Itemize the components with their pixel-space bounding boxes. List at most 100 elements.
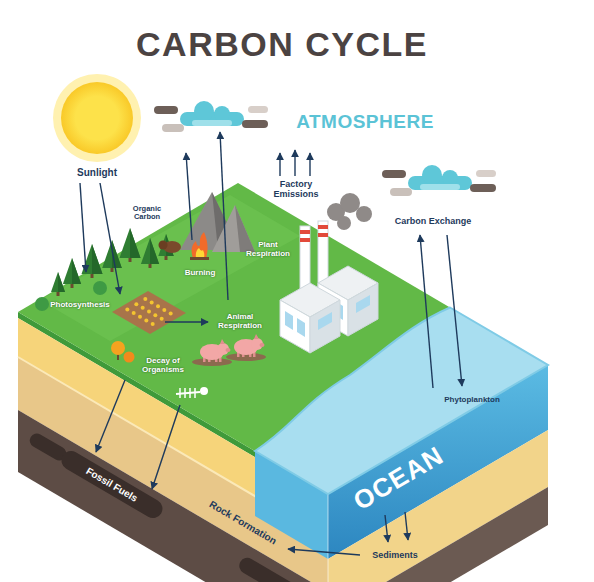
skeleton-rib (189, 388, 191, 398)
sun-halo (53, 74, 141, 162)
diagram-label: Plant Respiration (242, 241, 294, 259)
process-arrow (96, 380, 125, 452)
chimney-stripe (318, 225, 328, 229)
diagram-label: Sediments (372, 551, 418, 561)
diagram-label: Animal Respiration (213, 313, 268, 331)
crop-plant (162, 308, 166, 312)
diagram-title: CARBON CYCLE (136, 26, 428, 63)
diagram-label: Organic Carbon (127, 205, 167, 222)
tree-crown (63, 258, 81, 284)
firewood (190, 257, 209, 260)
chimney-stripe (300, 230, 310, 234)
diagram-label: Carbon Exchange (395, 217, 472, 227)
cloud-part (470, 184, 496, 192)
sun (61, 82, 133, 154)
tree-crown (141, 238, 159, 264)
pig-ear (220, 339, 225, 344)
cloud-part (162, 124, 184, 132)
conifer-tree (120, 228, 141, 262)
crop-plant (156, 304, 160, 308)
factory (280, 193, 378, 353)
pig (192, 339, 232, 366)
pig-snout (226, 348, 231, 352)
process-arrow (165, 321, 208, 322)
tree-crown (51, 272, 65, 292)
diagram-label: Decay of Organisms (136, 357, 191, 375)
process-arrow (420, 235, 433, 388)
land-surface (18, 183, 548, 494)
node-text: Fossil Fuels (84, 465, 139, 504)
cloud-part (422, 165, 442, 185)
process-arrow (80, 183, 86, 272)
crop-plant (150, 301, 154, 305)
tree-trunk (165, 256, 168, 260)
tree-crown (102, 240, 122, 268)
crop-plant (125, 307, 129, 311)
smoke (337, 216, 351, 230)
process-arrow (309, 153, 310, 176)
building-side (280, 300, 310, 353)
mountain-shade (235, 205, 255, 252)
cloud-part (476, 170, 496, 177)
conifer-tree (51, 272, 65, 296)
diagram-label: OCEAN (348, 441, 448, 516)
round-tree (93, 281, 107, 295)
building-window (297, 318, 305, 337)
fossil-deposit (236, 555, 299, 582)
skeleton (176, 387, 208, 398)
conifer-tree (63, 258, 81, 288)
process-arrow (152, 405, 180, 489)
tree-shade (92, 244, 103, 274)
cloud-part (194, 101, 214, 121)
diagram-label: ATMOSPHERE (296, 112, 434, 133)
building-window (356, 295, 370, 313)
fossil-fuel-deposit: Fossil Fuels (58, 447, 166, 521)
diagram-label: Sunlight (77, 167, 117, 178)
process-arrow (294, 150, 295, 176)
round-tree (35, 297, 49, 311)
crop-plant (147, 310, 151, 314)
process-arrow (186, 153, 192, 240)
fire-core (196, 248, 205, 258)
tree-trunk (71, 284, 74, 288)
skeleton-rib (184, 388, 186, 398)
smoke (356, 206, 372, 222)
conifer-tree (141, 238, 159, 268)
chimney-stripe (300, 238, 310, 242)
pig-snout (260, 343, 265, 347)
tree-trunk (149, 264, 152, 268)
skeleton-skull (200, 387, 208, 395)
crop-plant (138, 315, 142, 319)
crop-plant (134, 302, 138, 306)
crop-plant (144, 318, 148, 322)
crop-plant (169, 312, 173, 316)
cloud-part (390, 188, 412, 196)
cloud-part (442, 170, 458, 186)
diagram-label: Rock Formation (207, 498, 278, 546)
crop-plant (151, 322, 155, 326)
process-arrow (288, 549, 360, 555)
land-highlight (40, 195, 300, 341)
diagram-label: Phytoplankton (444, 396, 500, 405)
process-arrow (405, 512, 408, 540)
cloud (382, 165, 496, 196)
crop-plant (153, 313, 157, 317)
crop-plant (132, 311, 136, 315)
tree-trunk (91, 274, 94, 278)
ground-block (18, 183, 548, 582)
tree-crown (120, 228, 141, 258)
skeleton-rib (194, 388, 196, 398)
cloud-part (214, 106, 230, 122)
cloud-part (382, 170, 406, 178)
tree-trunk (57, 292, 60, 296)
process-arrow (279, 153, 280, 176)
tree-shade (72, 258, 81, 284)
fruit-tree (111, 341, 125, 355)
chimney-stripe (318, 233, 328, 237)
diagram-label: Burning (185, 269, 216, 278)
cloud-part (420, 184, 460, 190)
building-side (348, 283, 378, 336)
process-arrow (220, 132, 228, 300)
